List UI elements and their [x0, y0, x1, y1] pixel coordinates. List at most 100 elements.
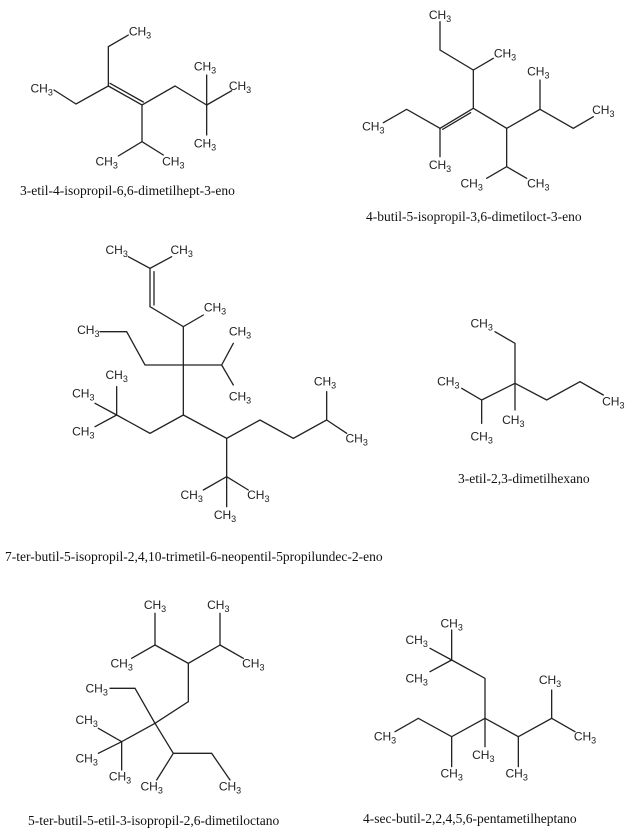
methyl-group-label: CH3 [472, 748, 494, 764]
bond [551, 717, 576, 733]
methyl-group-label: CH3 [602, 395, 624, 411]
methyl-group-label: CH3 [140, 780, 162, 796]
bond [472, 79, 541, 130]
methyl-group-label: CH3 [162, 155, 184, 171]
methyl-group-label: CH3 [527, 176, 549, 192]
bond [99, 331, 184, 366]
methyl-group-label: CH3 [30, 81, 52, 97]
bond [486, 127, 508, 179]
bond [439, 21, 494, 71]
methyl-group-label: CH3 [229, 325, 251, 341]
bond [202, 437, 228, 491]
caption-molecule-3: 7-ter-butil-5-isopropil-2,4,10-trimetil-… [5, 549, 383, 564]
bond [394, 717, 486, 738]
bond [149, 267, 204, 328]
methyl-group-label: CH3 [437, 375, 459, 391]
methyl-group-label: CH3 [574, 730, 596, 746]
methyl-group-label: CH3 [405, 671, 427, 687]
methyl-group-label: CH3 [440, 766, 462, 782]
methyl-group-label: CH3 [345, 431, 367, 447]
bond [429, 659, 453, 673]
double-bond-line [442, 112, 472, 130]
methyl-group-label: CH3 [429, 158, 451, 174]
methyl-group-label: CH3 [109, 770, 131, 786]
methyl-group-label: CH3 [429, 8, 451, 24]
methyl-group-label: CH3 [229, 390, 251, 406]
methyl-group-label: CH3 [502, 413, 524, 429]
bond [219, 644, 244, 659]
bond [141, 141, 164, 156]
methyl-group-label: CH3 [204, 300, 226, 316]
methyl-group-label: CH3 [170, 243, 192, 259]
methyl-group-label: CH3 [129, 25, 151, 41]
methyl-group-label: CH3 [77, 323, 99, 339]
bond [517, 689, 553, 738]
methyl-group-label: CH3 [592, 103, 614, 119]
bond [226, 476, 249, 491]
bond [382, 107, 474, 130]
bond [127, 256, 173, 270]
methyl-group-label: CH3 [194, 60, 216, 76]
bond [97, 722, 156, 743]
methyl-group-label: CH3 [527, 65, 549, 81]
bond [131, 612, 156, 659]
bond [94, 402, 118, 416]
methyl-group-label: CH3 [219, 780, 241, 796]
caption-molecule-2: 4-butil-5-isopropil-3,6-dimetiloct-3-eno [366, 209, 582, 224]
methyl-group-label: CH3 [494, 46, 516, 62]
methyl-group-label: CH3 [362, 120, 384, 136]
methyl-group-label: CH3 [505, 766, 527, 782]
bond [206, 90, 233, 106]
methyl-group-label: CH3 [242, 656, 264, 672]
methyl-group-label: CH3 [214, 508, 236, 524]
methyl-group-label: CH3 [539, 673, 561, 689]
bond [182, 391, 328, 440]
caption-molecule-6: 4-sec-butil-2,2,4,5,6-pentametilheptano [363, 811, 577, 826]
caption-molecule-1: 3-etil-4-isopropil-6,6-dimetilhept-3-eno [20, 183, 235, 198]
bond [429, 629, 453, 662]
methyl-group-label: CH3 [374, 730, 396, 746]
bond [156, 752, 174, 781]
methyl-group-label: CH3 [405, 633, 427, 649]
methyl-group-label: CH3 [72, 425, 94, 441]
methyl-group-label: CH3 [247, 488, 269, 504]
methyl-group-label: CH3 [460, 176, 482, 192]
bond [154, 612, 221, 665]
bond [116, 386, 184, 435]
bond [107, 74, 208, 107]
methyl-group-label: CH3 [440, 616, 462, 632]
bond [539, 108, 594, 130]
bond [97, 741, 123, 754]
bond [451, 659, 486, 719]
methyl-group-label: CH3 [110, 656, 132, 672]
bond [109, 662, 189, 725]
bond [94, 414, 118, 428]
methyl-group-label: CH3 [470, 430, 492, 446]
methyl-group-label: CH3 [470, 316, 492, 332]
bond [506, 166, 528, 179]
methyl-group-label: CH3 [75, 751, 97, 767]
bond [461, 331, 516, 401]
methyl-group-label: CH3 [75, 713, 97, 729]
methyl-group-label: CH3 [207, 598, 229, 614]
bond [154, 722, 231, 781]
methyl-group-label: CH3 [180, 488, 202, 504]
methyl-group-label: CH3 [314, 375, 336, 391]
bond [117, 104, 143, 157]
methyl-group-label: CH3 [229, 79, 251, 95]
methyl-group-label: CH3 [72, 386, 94, 402]
bond [221, 364, 234, 386]
methyl-group-label: CH3 [144, 598, 166, 614]
bond [182, 342, 234, 366]
methyl-group-label: CH3 [194, 136, 216, 152]
bond [326, 419, 348, 434]
double-bond-line [109, 82, 144, 103]
methyl-group-label: CH3 [105, 243, 127, 259]
